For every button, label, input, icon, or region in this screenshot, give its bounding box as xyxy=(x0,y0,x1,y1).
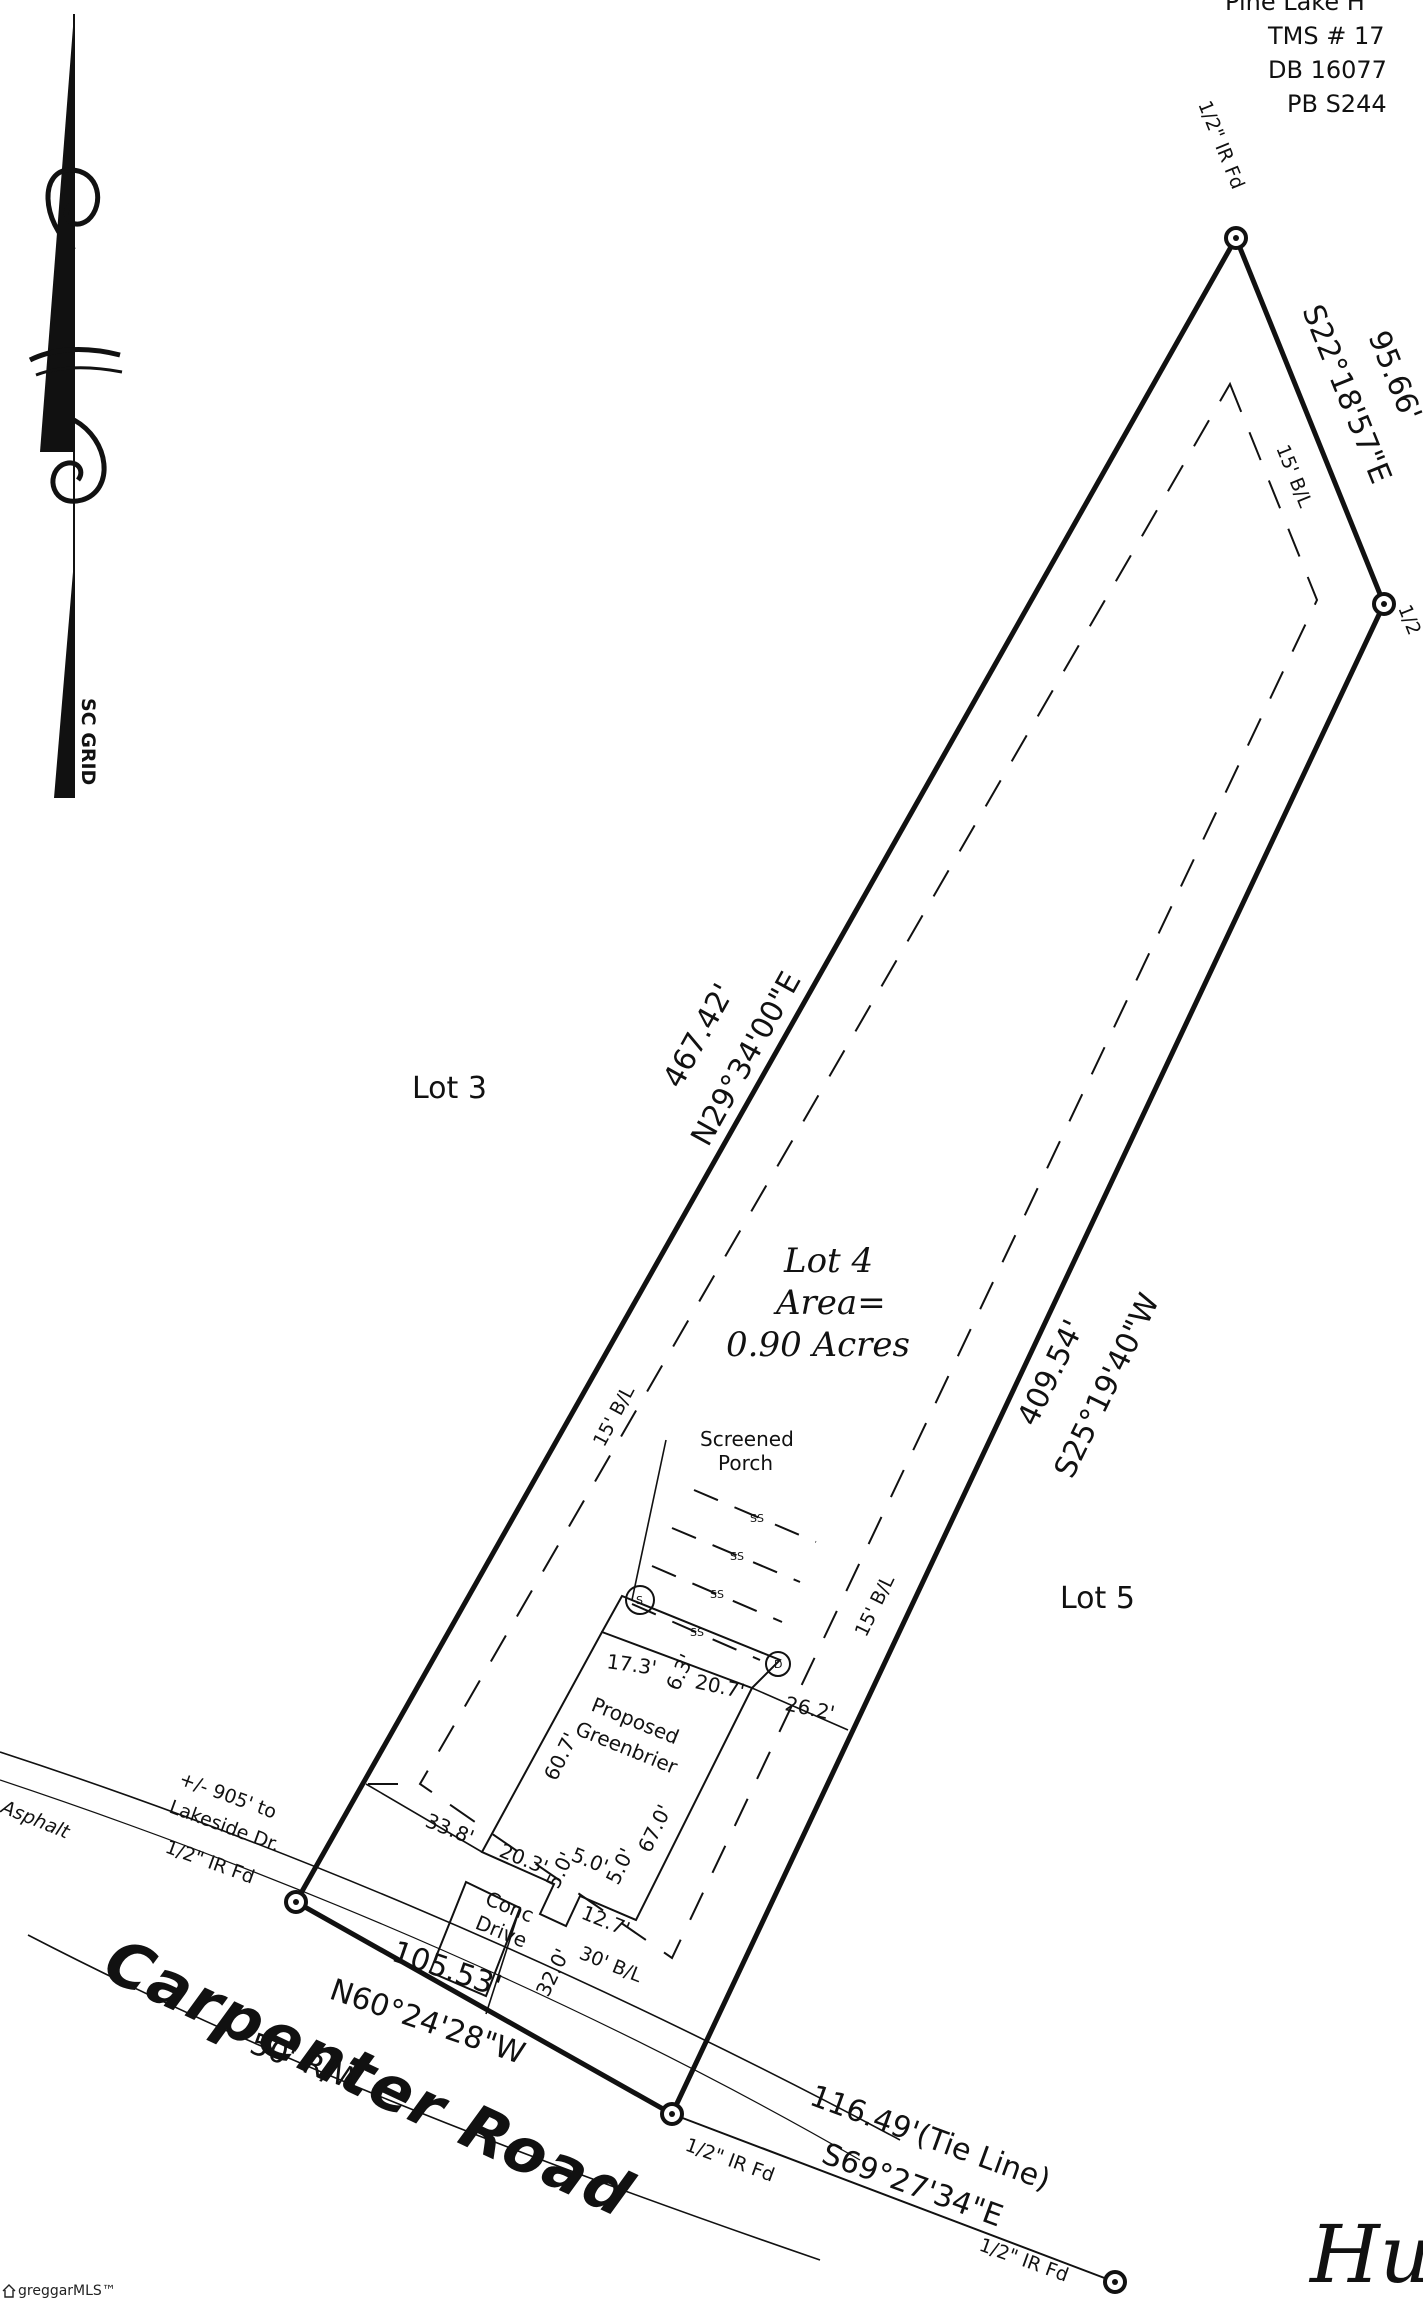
lot-3-label: Lot 3 xyxy=(412,1071,487,1106)
stair-mark: SS xyxy=(750,1512,764,1525)
house-logo-icon xyxy=(2,2284,16,2298)
stair-mark: SS xyxy=(710,1588,724,1601)
dim-26-2: 26.2' xyxy=(783,1691,837,1725)
south-distance: 105.53' xyxy=(387,1934,505,2004)
mls-brand-text: greggarMLS™ xyxy=(18,2283,116,2299)
stair-mark: SS xyxy=(730,1550,744,1563)
porch-marker-s-icon xyxy=(625,1585,655,1615)
tie-line xyxy=(671,2113,1116,2283)
dim-20-3: 20.3' xyxy=(496,1838,551,1879)
north-arrow-icon: SC GRID xyxy=(28,14,123,798)
porch-marker-d: D xyxy=(774,1658,782,1671)
title-line-3: DB 16077 xyxy=(1268,56,1387,84)
title-line-4: PB S244 xyxy=(1287,90,1387,118)
title-block: Pine Lake H TMS # 17 DB 16077 PB S244 xyxy=(1225,0,1387,118)
dimension-lines xyxy=(365,1439,849,2015)
dim-33-8: 33.8' xyxy=(422,1808,477,1849)
lot-4-area-label: Area= xyxy=(773,1283,886,1323)
north-arrow-label: SC GRID xyxy=(77,698,99,785)
north-bearing: S22°18'57"E xyxy=(1295,300,1398,489)
adjacent-road-partial: Hu xyxy=(1308,2208,1423,2301)
stair-mark: SS xyxy=(690,1626,704,1639)
dim-67-0: 67.0' xyxy=(633,1801,677,1856)
dim-17-3: 17.3' xyxy=(605,1649,658,1680)
porch-marker-d-icon xyxy=(765,1651,791,1677)
porch-label-1: Screened xyxy=(700,1427,794,1451)
setback-front: 30' B/L xyxy=(576,1942,645,1987)
porch-label-2: Porch xyxy=(718,1451,773,1475)
proposed-house xyxy=(428,1489,817,1998)
asphalt-label: Asphalt xyxy=(0,1795,74,1843)
dim-20-7: 20.7' xyxy=(693,1669,747,1703)
setback-north: 15' B/L xyxy=(1271,442,1316,511)
setback-lines xyxy=(368,381,1319,1960)
dim-32-0: 32.0' xyxy=(531,1945,575,2000)
property-boundary xyxy=(293,236,1387,2117)
iron-label-right: 1/2 xyxy=(1393,602,1423,639)
setback-east: 15' B/L xyxy=(851,1571,900,1640)
iron-label-top: 1/2" IR Fd xyxy=(1193,98,1248,193)
dim-5-0c: 5.0' xyxy=(601,1844,639,1888)
title-line-1: Pine Lake H xyxy=(1225,0,1365,16)
lot-4-area-value: 0.90 Acres xyxy=(726,1325,910,1365)
iron-label-bottom: 1/2" IR Fd xyxy=(682,2134,777,2187)
porch-marker-s: S xyxy=(636,1594,643,1607)
lot-5-label: Lot 5 xyxy=(1060,1581,1135,1616)
mls-watermark: greggarMLS™ xyxy=(2,2280,116,2302)
lot-4-label: Lot 4 xyxy=(783,1241,873,1281)
stair-marks: SS SS SS SS xyxy=(690,1512,764,1639)
title-line-2: TMS # 17 xyxy=(1267,22,1385,50)
iron-label-tie: 1/2" IR Fd xyxy=(976,2234,1071,2287)
